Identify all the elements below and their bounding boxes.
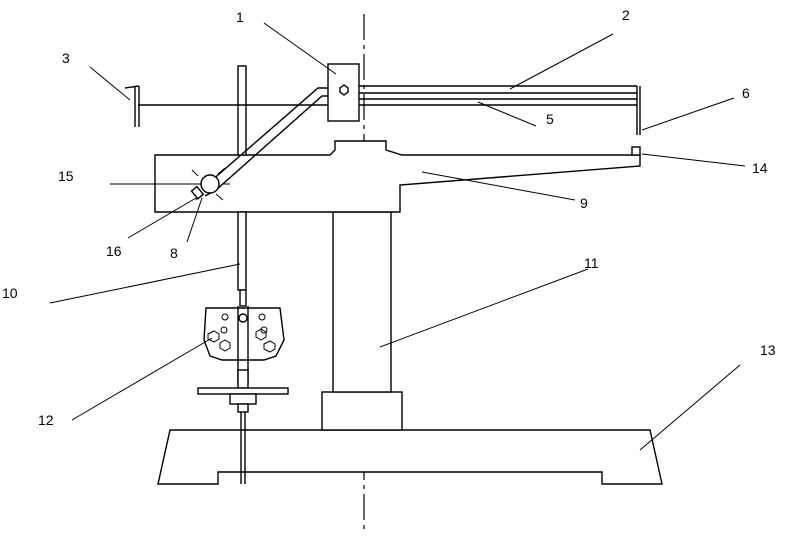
label-6: 6 (742, 85, 750, 101)
label-3: 3 (62, 50, 70, 66)
leader-11 (380, 269, 588, 347)
label-5: 5 (546, 111, 554, 127)
label-12: 12 (38, 412, 54, 428)
work-plate (198, 388, 288, 394)
label-1: 1 (236, 9, 244, 25)
bracket-cap (125, 86, 139, 88)
pivot-joint (201, 175, 219, 193)
leader-3 (90, 67, 130, 100)
leader-13 (640, 365, 740, 450)
slider-nut (340, 85, 348, 95)
upper-rod (238, 66, 246, 155)
label-16: 16 (106, 243, 122, 259)
label-9: 9 (580, 195, 588, 211)
base (158, 430, 662, 484)
lower-spindle (238, 370, 248, 388)
lower-rod (238, 212, 246, 290)
column (333, 212, 391, 392)
leader-10 (50, 264, 240, 303)
label-11: 11 (584, 255, 599, 271)
label-13: 13 (760, 342, 776, 358)
column-foot (322, 392, 402, 430)
arm-tip-block (632, 147, 640, 155)
label-15: 15 (58, 168, 74, 184)
leader-12 (72, 338, 212, 420)
support-arm (155, 141, 640, 212)
label-10: 10 (2, 285, 18, 301)
leader-14 (642, 154, 745, 166)
label-8: 8 (170, 245, 178, 261)
leader-1 (264, 23, 336, 74)
leader-6 (642, 98, 734, 130)
plate-hub (230, 394, 256, 404)
hub-neck (238, 404, 248, 412)
clamp-screw (239, 314, 247, 322)
leader-2 (510, 34, 613, 89)
label-14: 14 (752, 160, 768, 176)
label-2: 2 (622, 7, 630, 23)
rod-neck (240, 290, 246, 306)
